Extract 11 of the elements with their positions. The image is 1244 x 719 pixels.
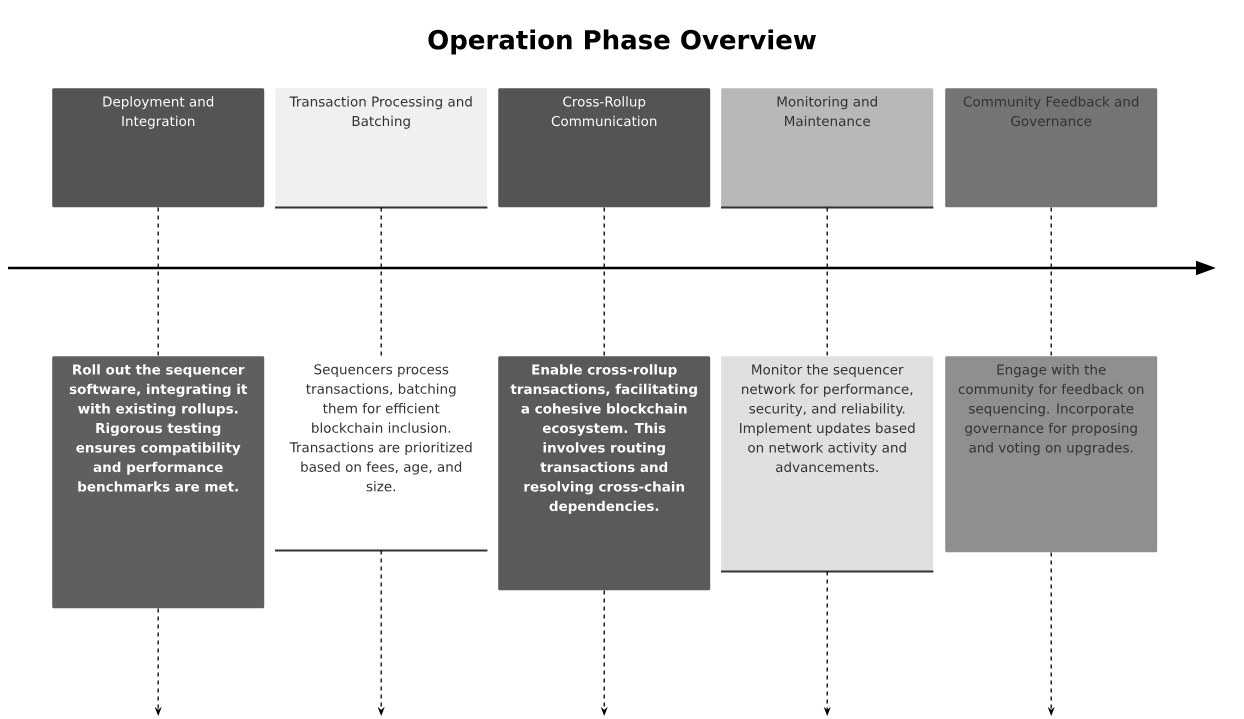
description-box: Sequencers process transactions, batching them for efficient blockchain inclusion. Transactions are prioritized based on fees, age, and size. <box>274 356 489 552</box>
phase-box: Deployment and Integration <box>52 88 265 208</box>
description-box: Monitor the sequencer network for performance, security, and reliability. Implement updates based on network activity and advancements. <box>720 356 935 573</box>
phase-box: Monitoring and Maintenance <box>720 88 935 209</box>
phase-box: Community Feedback and Governance <box>945 88 1158 208</box>
description-box: Roll out the sequencer software, integrating it with existing rollups. Rigorous testing ensures compatibility and performance benchmarks are met. <box>52 356 265 609</box>
phase-box: Transaction Processing and Batching <box>274 88 489 209</box>
description-box: Engage with the community for feedback on sequencing. Incorporate governance for proposing and voting on upgrades. <box>945 356 1158 553</box>
title: Operation Phase Overview <box>428 29 816 55</box>
description-box: Enable cross-rollup transactions, facilitating a cohesive blockchain ecosystem. This involves routing transactions and resolving cross-chain dependencies. <box>498 356 711 591</box>
phase-box: Cross-Rollup Communication <box>498 88 711 208</box>
